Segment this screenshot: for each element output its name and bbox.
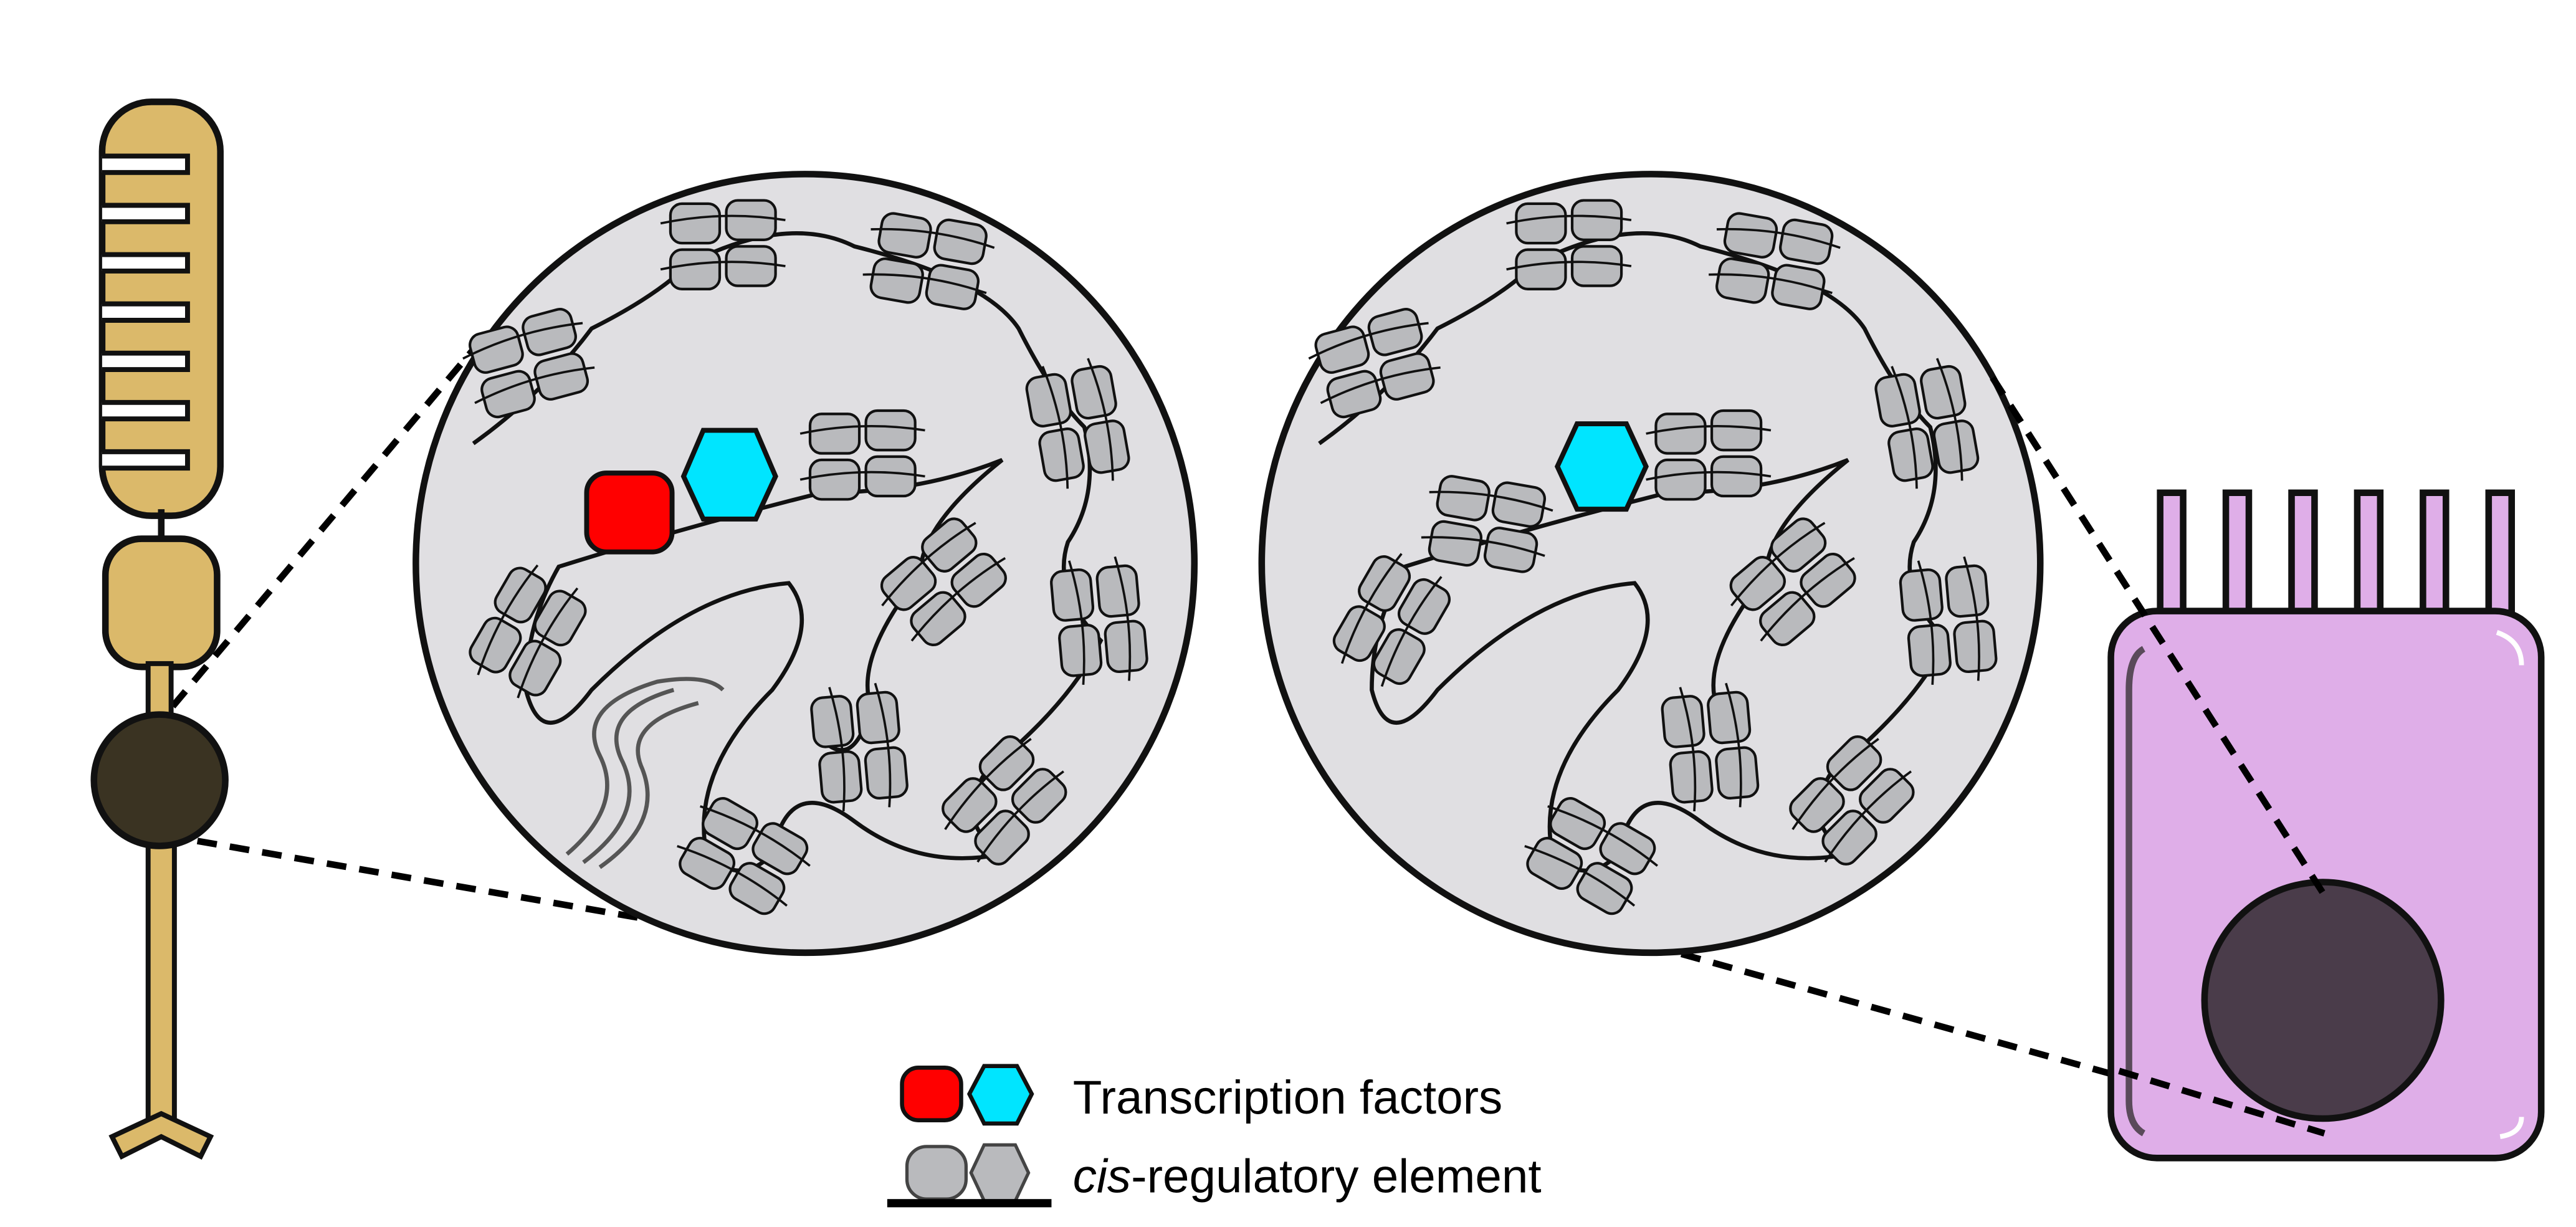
legend-label-cis-regulatory-element: cis-regulatory element	[1073, 1150, 1542, 1203]
rod-nucleus	[90, 711, 229, 849]
rod-photoreceptor-cell	[90, 98, 229, 1160]
transcription-factor-red	[584, 470, 675, 555]
legend-dna-line-icon	[887, 1199, 1052, 1208]
nucleus-open-chromatin	[413, 171, 1198, 957]
transcript-rna	[565, 677, 725, 869]
legend-tf-cyan-icon	[966, 1064, 1034, 1126]
legend-cre-oval-icon	[905, 1145, 968, 1201]
transcription-factor-cyan	[680, 427, 778, 522]
legend: Transcription factors cis-regulatory ele…	[887, 1064, 1542, 1208]
legend-cre-hex-icon	[969, 1143, 1031, 1203]
epithelial-nucleus	[2201, 879, 2445, 1122]
legend-label-transcription-factors: Transcription factors	[1073, 1071, 1503, 1124]
epithelial-cell	[2107, 489, 2545, 1162]
transcription-factor-cyan	[1554, 421, 1649, 512]
legend-tf-red-icon	[900, 1066, 963, 1122]
nucleus-closed-chromatin	[1258, 171, 2044, 957]
